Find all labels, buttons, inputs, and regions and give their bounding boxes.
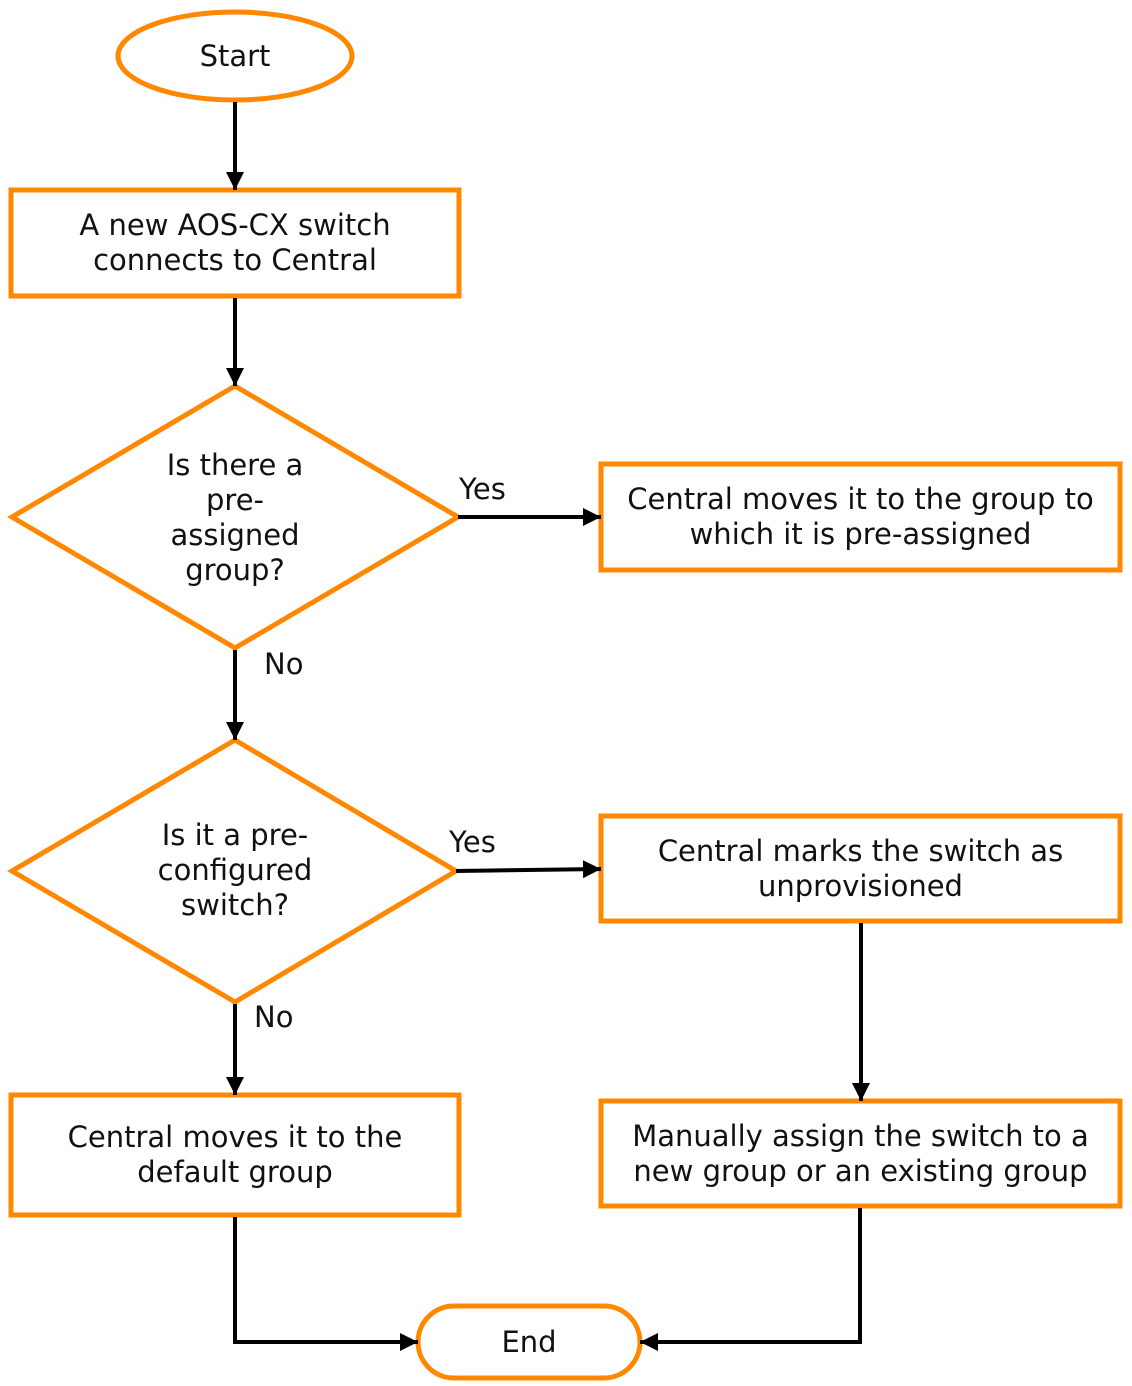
manual-assign-label: Manually assign the switch to a new grou… [632,1118,1089,1188]
start-terminal [115,9,355,103]
mark-unprovisioned-label: Central marks the switch as unprovisione… [657,833,1064,903]
arrow-decision2-yes [455,860,602,879]
decision-preassigned-label: Is there a pre-assigned group? [166,447,304,587]
move-preassigned-label: Central moves it to the group to which i… [627,482,1094,551]
decision-preconfigured [7,737,461,1005]
edge-label-no-1: No [264,647,304,681]
edge-label-no-2: No [254,1000,294,1034]
edge-label-yes-2: Yes [449,825,496,859]
move-default-label: Central moves it to the default group [67,1120,403,1189]
move-preassigned-process [598,461,1123,573]
connect-label: A new AOS-CX switch connects to Central [79,208,391,277]
decision-preconfigured-label: Is it a pre-configured switch? [157,817,313,922]
start-label: Start [199,38,271,73]
arrow-manual-to-end [640,1208,862,1351]
connect-process [8,187,462,299]
end-label: End [501,1324,557,1359]
arrow-default-to-end [233,1217,418,1351]
mark-unprovisioned-process [598,813,1123,924]
decision-preassigned [7,383,463,651]
edge-label-yes-1: Yes [459,472,506,506]
